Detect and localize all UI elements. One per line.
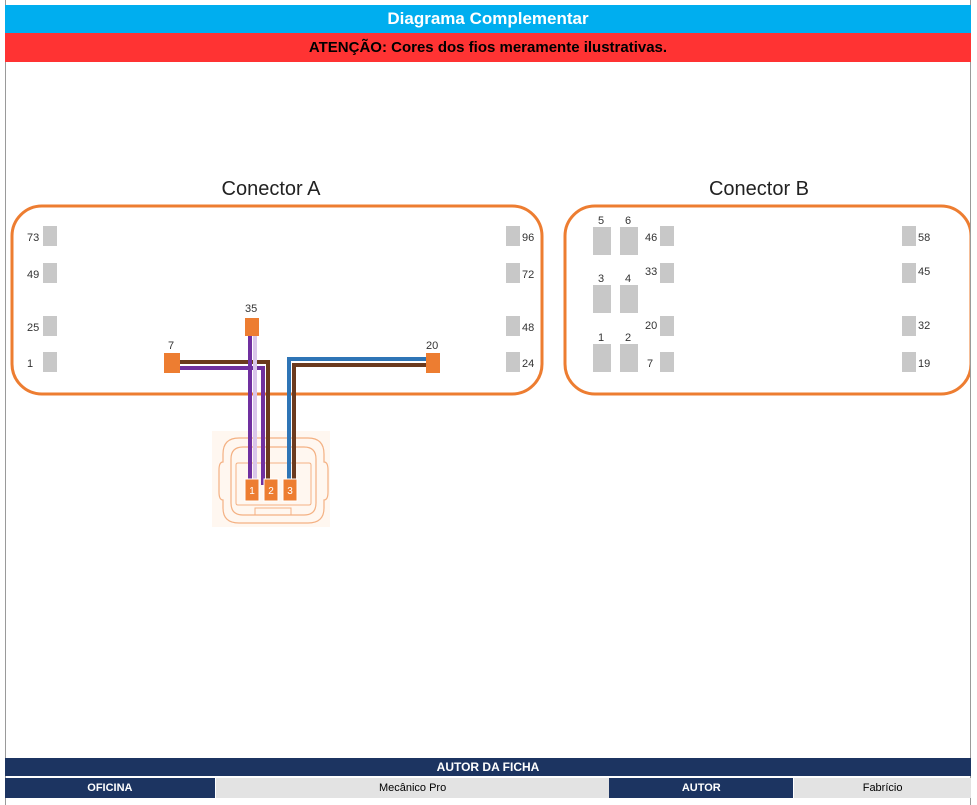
pin-box [43,316,57,336]
sensor-pin-2 [263,478,279,502]
connector-b-outline [563,204,970,396]
wire-brown-7 [174,360,270,485]
pin-box [43,263,57,283]
footer-row: OFICINA Mecânico Pro AUTOR Fabrício [5,778,971,798]
connector-b-title: Conector B [709,178,809,200]
sensor-latch [254,507,292,516]
pin-box [593,227,611,255]
connector-a-right-pins: 96 72 48 24 [506,226,534,372]
wire-blue-20 [287,357,432,485]
pin-label: 24 [522,358,534,370]
pin-box [660,263,674,283]
wire-purple-7 [174,366,265,485]
pin-label: 35 [245,303,257,315]
pin-box [43,226,57,246]
pin-label: 1 [27,358,33,370]
pin-label: 72 [522,269,534,281]
page-title: Diagrama Complementar [5,5,971,33]
pin-box [902,263,916,283]
pin-label: 7 [168,340,174,352]
pin-label: 33 [645,266,657,278]
pin-label: 2 [625,332,631,344]
pin-label: 48 [522,322,534,334]
pin-label: 20 [426,340,438,352]
pin-box [43,352,57,372]
pin-box [620,227,638,255]
pin-box [620,344,638,372]
pin-label: 32 [918,320,930,332]
sensor-outline-outer [218,437,329,524]
pin-label: 45 [918,266,930,278]
oficina-value: Mecânico Pro [214,778,610,798]
sensor-pin-label: 1 [249,486,255,497]
pin-35-terminal [245,318,259,336]
sensor-outline-inner [230,446,317,516]
sensor-pin-label: 2 [268,486,274,497]
sensor-pin-3 [282,478,298,502]
pin-box [506,226,520,246]
pin-box [506,352,520,372]
connector-a-outline [10,204,544,396]
pin-label: 58 [918,232,930,244]
connector-b-right-pins: 58 45 32 19 [902,226,930,372]
pin-7-terminal [164,353,180,373]
oficina-label: OFICINA [5,778,215,798]
autor-label: AUTOR [609,778,794,798]
sensor-pin-label: 3 [287,486,293,497]
pin-box [506,316,520,336]
wire-brown-20 [292,363,432,485]
footer-heading: AUTOR DA FICHA [5,758,971,776]
connector-b-mid-pins: 46 33 20 7 [645,226,674,372]
pin-label: 20 [645,320,657,332]
pin-label: 3 [598,273,604,285]
pin-label: 19 [918,358,930,370]
wiring-diagram: Conector A Conector B 73 49 25 1 96 72 4… [10,178,970,527]
pin-label: 5 [598,215,604,227]
pin-label: 25 [27,322,39,334]
pin-box [902,226,916,246]
pin-box [902,316,916,336]
pin-label: 7 [647,358,653,370]
pin-label: 46 [645,232,657,244]
pin-label: 73 [27,232,39,244]
pin-label: 1 [598,332,604,344]
pin-label: 6 [625,215,631,227]
sensor-terminals: 1 2 3 [244,478,298,502]
pin-box [620,285,638,313]
connector-b-top-pins: 5 6 3 4 1 2 [593,215,638,372]
pin-label: 4 [625,273,631,285]
pin-box [902,352,916,372]
frame-right-border [970,0,971,805]
pin-label: 96 [522,232,534,244]
pin-label: 49 [27,269,39,281]
connector-a-wired-pins: 7 35 20 [164,303,440,373]
pin-box [506,263,520,283]
sensor-connector [212,431,330,527]
pin-box [660,352,674,372]
wires [174,332,432,485]
connector-a-title: Conector A [222,178,322,200]
pin-box [593,344,611,372]
autor-value: Fabrício [793,778,971,798]
pin-box [593,285,611,313]
sensor-pin-1 [244,478,260,502]
pin-box [660,316,674,336]
pin-box [660,226,674,246]
sensor-outline-cavity [235,462,312,506]
frame-left-border [5,0,6,805]
connector-a-left-pins: 73 49 25 1 [27,226,57,372]
pin-20-terminal [426,353,440,373]
warning-banner: ATENÇÃO: Cores dos fios meramente ilustr… [5,33,971,62]
